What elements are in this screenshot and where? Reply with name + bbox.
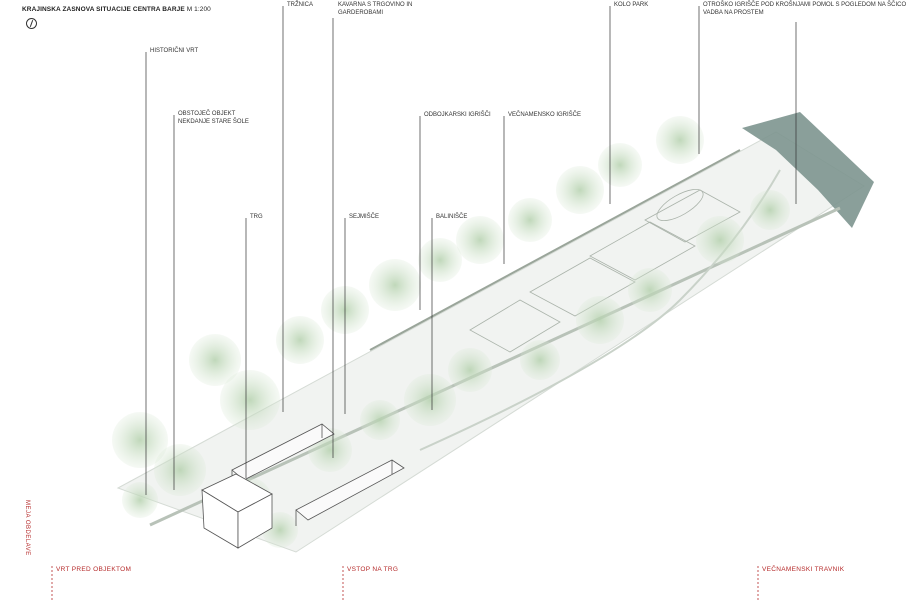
label-kolo-park: KOLO PARK — [614, 2, 649, 8]
section-vstop: VSTOP NA TRG — [347, 566, 399, 573]
label-otrosko: OTROŠKO IGRIŠČE POD KROŠNJAMI POMOL S PO… — [703, 2, 906, 17]
curved-path — [419, 169, 781, 451]
label-vecnamensko: VEČNAMENSKO IGRIŠČE — [508, 112, 582, 118]
north-arrow-icon — [26, 18, 37, 29]
title-scale: M 1:200 — [186, 6, 211, 13]
label-otrosko-line1: OTROŠKO IGRIŠČE POD KROŠNJAMI POMOL S PO… — [703, 2, 907, 8]
label-balinisce: BALINIŠČE — [436, 214, 468, 220]
label-sejmisce: SEJMIŠČE — [349, 214, 380, 220]
label-otrosko-line2: VADBA NA PROSTEM — [703, 9, 764, 16]
sport-courts — [469, 188, 741, 353]
section-markers — [51, 566, 759, 600]
label-traznica: TRŽNICA — [287, 2, 313, 8]
tree-canopy — [112, 116, 790, 548]
label-trg: TRG — [250, 214, 263, 220]
page-title: KRAJINSKA ZASNOVA SITUACIJE CENTRA BARJE… — [22, 6, 211, 13]
section-vrt: VRT PRED OBJEKTOM — [56, 566, 132, 573]
river-area — [742, 112, 874, 228]
label-kavarna-line1: KAVARNA S TRGOVINO IN — [338, 2, 413, 8]
section-travnik: VEČNAMENSKI TRAVNIK — [762, 566, 845, 573]
label-obstojeci-line2: NEKDANJE STARE ŠOLE — [178, 118, 249, 125]
label-obstojeci-line1: OBSTOJEČ OBJEKT — [178, 111, 236, 117]
label-obstojeci-objekt: OBSTOJEČ OBJEKT NEKDANJE STARE ŠOLE — [178, 111, 249, 126]
label-kavarna-line2: GARDEROBAMI — [338, 9, 384, 16]
label-historicni-vrt: HISTORIČNI VRT — [150, 48, 199, 54]
leader-lines — [145, 6, 797, 495]
label-odbojkarski: ODBOJKARSKI IGRIŠČI — [424, 112, 491, 118]
old-school-building — [201, 473, 273, 549]
cafe-building — [295, 459, 405, 526]
title-text: KRAJINSKA ZASNOVA SITUACIJE CENTRA BARJE — [22, 6, 185, 13]
label-kavarna: KAVARNA S TRGOVINO IN GARDEROBAMI — [338, 2, 412, 17]
section-meja: MEJA OBDELAVE — [24, 500, 30, 556]
